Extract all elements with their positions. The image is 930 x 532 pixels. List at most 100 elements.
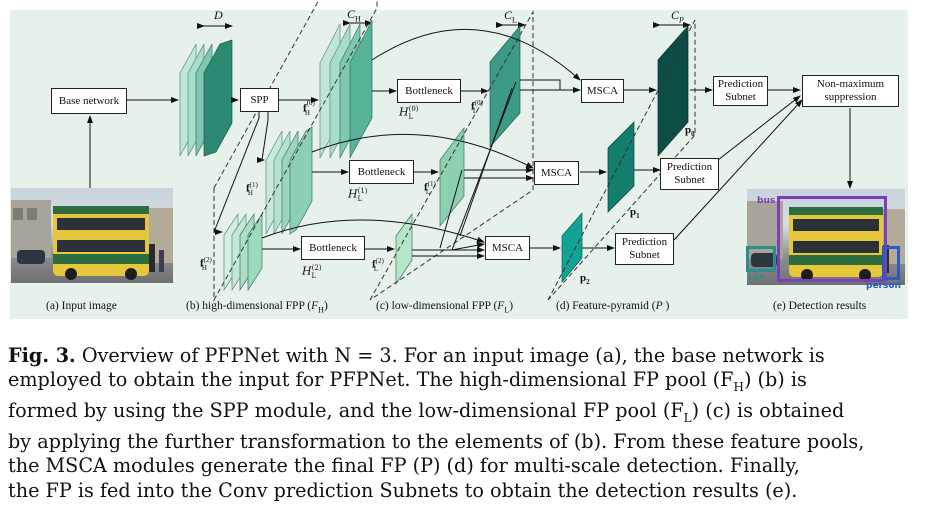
detection-box-person xyxy=(882,246,900,280)
caption-line-1: Fig. 3. Overview of PFPNet with N = 3. F… xyxy=(8,344,922,368)
caption-line-1-text: Overview of PFPNet with N = 3. For an in… xyxy=(75,344,825,367)
label-fL0-sup: (0) xyxy=(474,99,483,107)
fL0-layer xyxy=(489,25,521,148)
label-HL0-sup: (0) xyxy=(408,105,419,113)
panel-label-c-pre: (c) low-dimensional FPP ( xyxy=(376,300,498,312)
prediction-subnet-0-line2: Subnet xyxy=(725,91,756,103)
dim-CH-base: C xyxy=(347,7,356,21)
dim-D: D xyxy=(214,8,223,22)
panel-label-d-post: ) xyxy=(662,300,670,312)
label-HL2-base: H xyxy=(302,264,312,278)
label-HL0-sub: L xyxy=(408,112,414,121)
fL2-layer xyxy=(395,212,413,286)
label-fH2-base: f xyxy=(200,257,204,270)
label-HL2: H(2)L xyxy=(302,264,322,280)
spp-box: SPP xyxy=(240,88,279,112)
msca-1-box: MSCA xyxy=(534,161,579,185)
label-fL2: f(2)L xyxy=(372,257,384,273)
label-HL2-sub: L xyxy=(311,271,317,280)
prediction-subnet-2-line1: Prediction xyxy=(621,236,668,248)
label-fH1-base: f xyxy=(246,182,250,195)
fH1-stack xyxy=(265,126,313,235)
dim-CP: CP xyxy=(671,8,684,24)
prediction-subnet-1-line2: Subnet xyxy=(674,174,705,186)
label-p0-base: p xyxy=(685,124,692,136)
label-fH2: f(2)H xyxy=(200,256,212,272)
fH0-stack xyxy=(319,19,373,159)
base-feature-stack xyxy=(179,39,233,157)
bottleneck-2-box: Bottleneck xyxy=(301,236,365,260)
fH2-stack xyxy=(223,212,263,292)
label-HL1-sup: (1) xyxy=(357,187,368,195)
base-network-box: Base network xyxy=(51,88,127,114)
caption-line-2-tail: ) (b) is xyxy=(743,368,807,392)
label-fL2-base: f xyxy=(372,258,376,271)
caption-line-3: formed by using the SPP module, and the … xyxy=(8,399,922,430)
label-HL0-base: H xyxy=(399,105,409,119)
panel-label-b-sub: H xyxy=(318,305,324,315)
label-fH1: f(1)H xyxy=(246,181,258,197)
detection-label-bus: bus xyxy=(757,196,776,206)
connectors xyxy=(87,28,853,259)
label-p0-sub: 0 xyxy=(691,130,695,139)
panel-label-c-var: F xyxy=(497,300,505,312)
caption-line-4: by applying the further transformation t… xyxy=(8,430,865,454)
label-p2-sub: 2 xyxy=(586,278,590,287)
caption-line-3-tail: ) (c) is obtained xyxy=(691,399,845,423)
caption-line-5: the MSCA modules generate the final FP (… xyxy=(8,454,800,478)
label-HL1: H(1)L xyxy=(348,187,368,203)
panel-label-b-pre: (b) high-dimensional FPP ( xyxy=(186,300,312,312)
input-bus-illustration xyxy=(11,200,173,280)
panel-label-c: (c) low-dimensional FPP (FL) xyxy=(376,300,513,314)
p1-layer xyxy=(607,121,635,213)
figure-caption: Fig. 3. Overview of PFPNet with N = 3. F… xyxy=(8,344,922,503)
panel-label-d-var: P xyxy=(655,300,663,312)
dim-CL-base: C xyxy=(504,8,513,22)
label-fH1-sup: (1) xyxy=(249,181,258,189)
nms-line2: suppression xyxy=(824,91,877,103)
detection-label-person: person xyxy=(866,281,901,291)
dim-CH-sub: H xyxy=(355,14,361,24)
panel-label-e: (e) Detection results xyxy=(773,300,867,312)
label-fL1: f(1)L xyxy=(424,180,436,196)
msca-0-box: MSCA xyxy=(581,79,624,103)
label-fL0-base: f xyxy=(471,100,475,113)
label-p1-base: p xyxy=(630,206,637,218)
label-fL1-sub: L xyxy=(425,187,431,196)
label-fH2-sup: (2) xyxy=(203,256,212,264)
label-fL2-sup: (2) xyxy=(375,257,384,265)
detection-box-car xyxy=(746,246,776,272)
caption-line-3-text: formed by using the SPP module, and the … xyxy=(8,399,684,423)
label-p0: p0 xyxy=(685,124,695,138)
label-HL1-base: H xyxy=(348,187,358,201)
label-fH0-sub: H xyxy=(304,108,310,117)
caption-sub-L: L xyxy=(683,411,692,426)
caption-sub-H: H xyxy=(733,380,744,395)
panel-label-b-post: ) xyxy=(323,300,328,312)
detection-box-bus xyxy=(777,196,887,282)
label-p2: p2 xyxy=(580,272,590,286)
panel-label-a: (a) Input image xyxy=(46,300,117,312)
caption-line-6: the FP is fed into the Conv prediction S… xyxy=(8,478,798,502)
panel-label-c-sub: L xyxy=(504,305,510,315)
label-fL0-sub: L xyxy=(472,106,478,115)
panel-label-b-var: F xyxy=(311,300,319,312)
label-fH0-sup: (0) xyxy=(306,99,315,107)
dim-CH: CH xyxy=(347,7,361,23)
label-fL1-sup: (1) xyxy=(427,180,436,188)
label-fH0: f(0)H xyxy=(303,99,315,117)
dim-CP-sub: P xyxy=(679,15,684,25)
prediction-subnet-2-line2: Subnet xyxy=(629,249,660,261)
label-HL2-sup: (2) xyxy=(311,264,322,272)
label-fL1-base: f xyxy=(424,181,428,194)
panel-label-b: (b) high-dimensional FPP (FH) xyxy=(186,300,328,314)
